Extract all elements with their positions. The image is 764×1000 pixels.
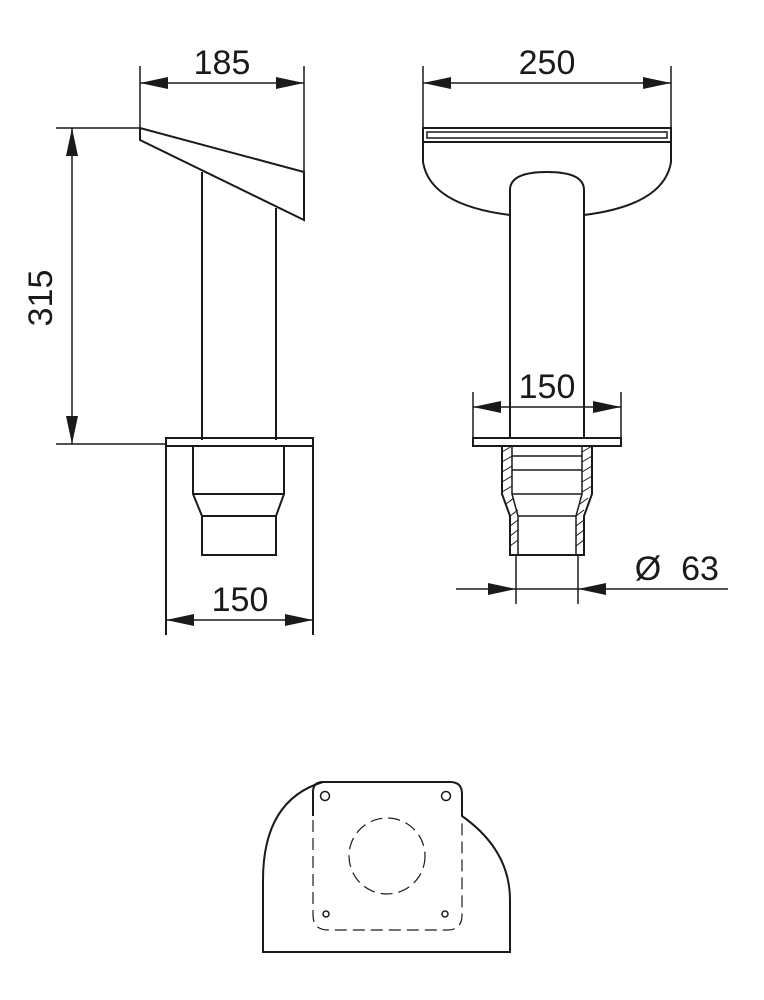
front-top-slot xyxy=(426,131,668,139)
dim-315-arrow-top xyxy=(66,128,78,156)
front-body xyxy=(422,142,672,216)
side-head-outline xyxy=(139,126,305,222)
side-outlet xyxy=(192,446,285,556)
front-pipe-top xyxy=(509,170,585,191)
top-plate-outline xyxy=(262,781,511,953)
dim-185-label: 185 xyxy=(194,44,251,82)
top-rect-outline xyxy=(312,781,324,816)
dim-63-label: 63 xyxy=(681,550,719,588)
dim-63-arrow-right xyxy=(578,583,606,595)
dim-250-arrow-right xyxy=(643,77,671,89)
dim-150-front-label: 150 xyxy=(519,368,576,406)
dim-150-side-label: 150 xyxy=(212,581,269,619)
top-view xyxy=(262,781,511,953)
top-hole-right xyxy=(440,790,452,802)
dim-150-front-arrow-right xyxy=(593,401,621,413)
top-hidden-hole-right xyxy=(441,910,449,918)
side-flange-plate xyxy=(165,437,314,447)
dim-150-front-arrow-left xyxy=(473,401,501,413)
dim-250-arrow-left xyxy=(423,77,451,89)
top-hidden-rect xyxy=(312,820,463,931)
dim-63-arrow-left xyxy=(488,583,516,595)
dim-63-symbol: Ø xyxy=(635,550,661,588)
front-hatch-left xyxy=(501,445,519,547)
dim-250-label: 250 xyxy=(519,44,576,82)
front-top-plate xyxy=(422,127,672,143)
front-view: 250 150 Ø 63 xyxy=(422,44,728,604)
dim-185-arrow-left xyxy=(140,77,168,89)
top-hole-left xyxy=(319,790,331,802)
top-hidden-pipe xyxy=(348,817,426,895)
front-outlet-inner xyxy=(511,446,583,555)
front-outlet-outer xyxy=(501,446,593,556)
dim-315-arrow-bottom xyxy=(66,416,78,444)
dim-185-arrow-right xyxy=(276,77,304,89)
dim-150-side-arrow-left xyxy=(166,614,194,626)
front-hatch-right xyxy=(575,445,593,547)
dim-315-label: 315 xyxy=(22,270,60,327)
side-view: 185 315 150 xyxy=(22,44,314,635)
top-hidden-hole-left xyxy=(322,910,330,918)
dim-150-side-arrow-right xyxy=(285,614,313,626)
front-flange xyxy=(472,437,622,447)
